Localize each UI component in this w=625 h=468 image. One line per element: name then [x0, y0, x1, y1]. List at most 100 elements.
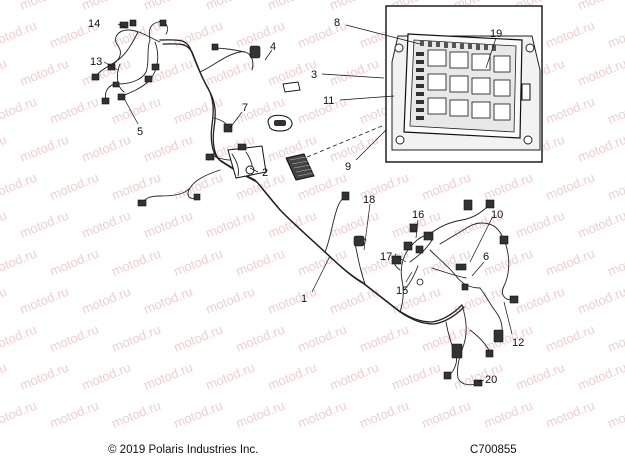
watermark-text: motod.ru [544, 170, 597, 203]
callout-6: 6 [483, 251, 489, 263]
watermark-text: motod.ru [0, 398, 39, 431]
watermark-text: motod.ru [328, 0, 381, 13]
watermark-text: motod.ru [48, 170, 101, 203]
cover-part [267, 114, 293, 132]
watermark-text: motod.ru [296, 246, 349, 279]
watermark-text: motod.ru [514, 208, 567, 241]
watermark-text: motod.ru [204, 284, 257, 317]
watermark-text: motod.ru [358, 322, 411, 355]
watermark-text: motod.ru [576, 208, 625, 241]
watermark-text: motod.ru [266, 0, 319, 13]
watermark-text: motod.ru [0, 18, 39, 51]
watermark-text: motod.ru [234, 322, 287, 355]
callout-9: 9 [345, 161, 351, 173]
watermark-text: motod.ru [606, 398, 625, 431]
watermark-text: motod.ru [606, 322, 625, 355]
watermark-text: motod.ru [204, 0, 257, 13]
watermark-text: motod.ru [544, 398, 597, 431]
callout-1: 1 [301, 293, 307, 305]
callout-11: 11 [323, 95, 334, 107]
main-harness [91, 19, 519, 387]
watermark-text: motod.ru [48, 322, 101, 355]
watermark-text: motod.ru [142, 284, 195, 317]
watermark-text: motod.ru [420, 246, 473, 279]
watermark-text: motod.ru [266, 360, 319, 393]
watermark-text: motod.ru [48, 398, 101, 431]
watermark-text: motod.ru [576, 132, 625, 165]
watermark-text: motod.ru [172, 94, 225, 127]
callout-16: 16 [412, 209, 424, 221]
watermark-text: motod.ru [420, 322, 473, 355]
watermark-text: motod.ru [358, 398, 411, 431]
watermark-text: motod.ru [576, 56, 625, 89]
watermark-text: motod.ru [0, 208, 9, 241]
watermark-text: motod.ru [0, 0, 9, 13]
watermark-text: motod.ru [296, 322, 349, 355]
watermark-text: motod.ru [296, 18, 349, 51]
watermark-text: motod.ru [0, 360, 9, 393]
callout-17: 17 [380, 251, 392, 263]
watermark-text: motod.ru [576, 284, 625, 317]
diagram-code: C700855 [470, 444, 517, 456]
watermark-text: motod.ru [142, 360, 195, 393]
watermark-text: motod.ru [0, 170, 39, 203]
watermark-text: motod.ru [110, 398, 163, 431]
watermark-text: motod.ru [18, 208, 71, 241]
watermark-text: motod.ru [204, 208, 257, 241]
watermark-text: motod.ru [544, 246, 597, 279]
watermark-text: motod.ru [80, 360, 133, 393]
watermark-text: motod.ru [576, 0, 625, 13]
watermark-text: motod.ru [482, 398, 535, 431]
watermark-text: motod.ru [172, 398, 225, 431]
callout-7: 7 [242, 102, 248, 114]
watermark-text: motod.ru [328, 132, 381, 165]
callout-2: 2 [262, 167, 268, 179]
watermark-text: motod.ru [482, 170, 535, 203]
callout-3: 3 [311, 69, 317, 81]
callout-20: 20 [485, 374, 497, 386]
watermark-text: motod.ru [204, 56, 257, 89]
watermark-text: motod.ru [328, 284, 381, 317]
callout-5: 5 [137, 126, 143, 138]
watermark-text: motod.ru [606, 170, 625, 203]
callout-15: 15 [396, 285, 408, 297]
watermark-text: motod.ru [266, 208, 319, 241]
watermark-text: motod.ru [514, 360, 567, 393]
callout-12: 12 [512, 337, 524, 349]
watermark-text: motod.ru [142, 0, 195, 13]
callout-14: 14 [88, 18, 100, 30]
watermark-text: motod.ru [142, 56, 195, 89]
watermark-text: motod.ru [80, 284, 133, 317]
fuse-box-inset [385, 5, 543, 163]
watermark-text: motod.ru [18, 0, 71, 13]
watermark-text: motod.ru [576, 360, 625, 393]
watermark-text: motod.ru [204, 360, 257, 393]
watermark-text: motod.ru [0, 94, 39, 127]
watermark-text: motod.ru [80, 132, 133, 165]
watermark-text: motod.ru [266, 284, 319, 317]
watermark-text: motod.ru [18, 360, 71, 393]
watermark-text: motod.ru [110, 246, 163, 279]
watermark-text: motod.ru [80, 0, 133, 13]
watermark-text: motod.ru [0, 284, 9, 317]
watermark-text: motod.ru [0, 322, 39, 355]
watermark-text: motod.ru [18, 284, 71, 317]
relay-cover-part [285, 153, 315, 181]
callout-10: 10 [491, 209, 503, 221]
watermark-text: motod.ru [0, 132, 9, 165]
watermark-text: motod.ru [234, 398, 287, 431]
watermark-text: motod.ru [328, 360, 381, 393]
watermark-text: motod.ru [18, 56, 71, 89]
decal-part [282, 81, 301, 93]
watermark-text: motod.ru [172, 246, 225, 279]
watermark-text: motod.ru [80, 208, 133, 241]
callout-8: 8 [334, 17, 340, 29]
watermark-text: motod.ru [110, 322, 163, 355]
watermark-text: motod.ru [606, 18, 625, 51]
watermark-text: motod.ru [420, 398, 473, 431]
watermark-text: motod.ru [544, 18, 597, 51]
watermark-text: motod.ru [606, 246, 625, 279]
watermark-text: motod.ru [234, 246, 287, 279]
watermark-text: motod.ru [544, 94, 597, 127]
